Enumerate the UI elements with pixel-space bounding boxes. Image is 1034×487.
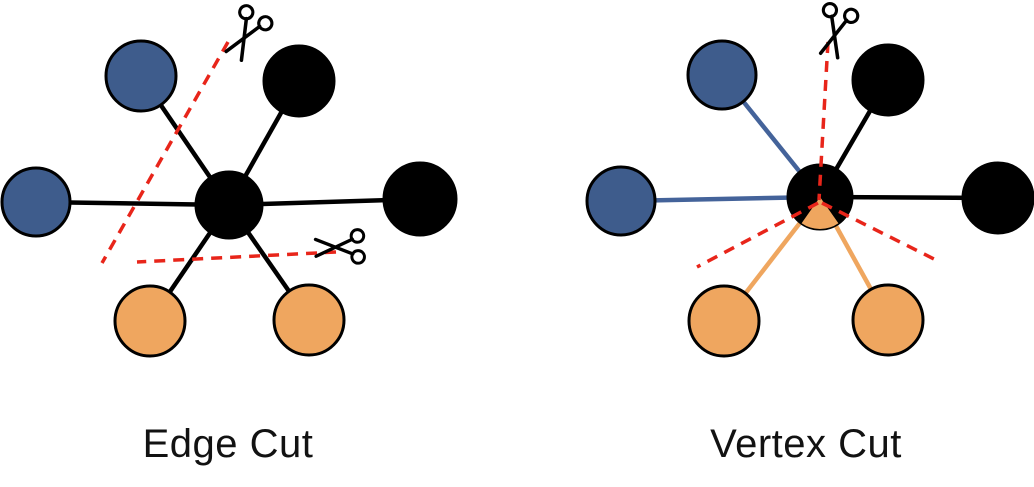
node-orange-bottom-left <box>113 284 187 358</box>
node-orange-bottom-right <box>851 283 925 357</box>
cut-line <box>817 41 830 201</box>
edge-cut-diagram <box>0 4 458 358</box>
scissors-icon <box>224 4 274 63</box>
cut-line <box>100 41 230 264</box>
vertex-cut-label: Vertex Cut <box>710 422 902 466</box>
center-node-wedge <box>801 197 839 230</box>
node-blue-left <box>0 166 72 238</box>
diagram-canvas <box>0 2 1034 358</box>
node-blue-top-left <box>686 39 758 111</box>
cut-line <box>821 201 939 263</box>
cut-line <box>136 250 337 264</box>
edge-cut-center-node <box>194 170 264 240</box>
node-black-right <box>961 161 1034 235</box>
vertex-cut-diagram <box>585 2 1034 358</box>
node-orange-bottom-right <box>272 283 346 357</box>
scissors-icon <box>313 228 366 265</box>
node-blue-top-left <box>104 39 178 113</box>
node-black-right <box>382 161 458 237</box>
node-blue-left <box>585 165 657 237</box>
edge-cut-label: Edge Cut <box>142 422 314 466</box>
scissors-icon <box>818 2 860 60</box>
node-black-top-right <box>262 44 336 118</box>
cut-line <box>696 201 819 269</box>
node-orange-bottom-left <box>687 284 761 358</box>
node-black-top-right <box>851 43 925 117</box>
